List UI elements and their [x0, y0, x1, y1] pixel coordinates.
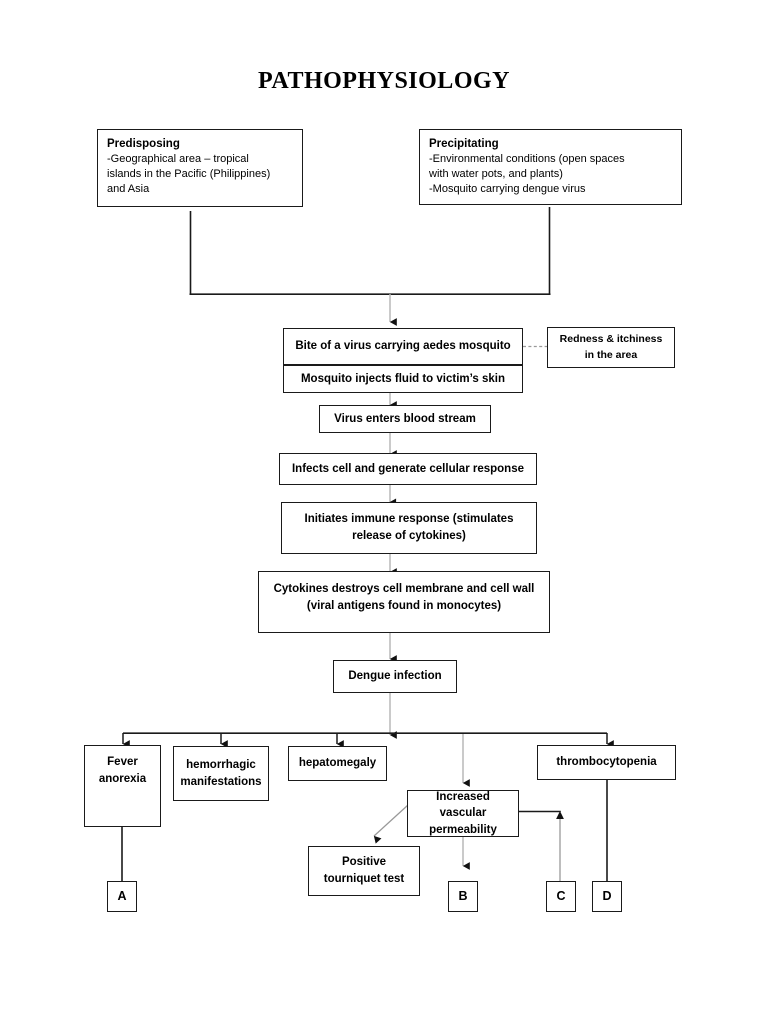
node-positive-tourniquet-test: Positive tourniquet test [308, 846, 420, 896]
page-title: PATHOPHYSIOLOGY [258, 68, 510, 94]
vascular-line-2: permeability [429, 823, 497, 836]
precipitating-line-3: -Mosquito carrying dengue virus [429, 182, 586, 195]
hemorrhagic-line-1: hemorrhagic [186, 758, 256, 771]
immune-line-1: Initiates immune response (stimulates [304, 513, 514, 526]
redness-line-1: Redness & itchiness [559, 333, 663, 346]
node-bite-of-mosquito: Bite of a virus carrying aedes mosquito [283, 328, 523, 365]
node-connector-d: D [592, 881, 622, 912]
node-hemorrhagic-manifestations: hemorrhagic manifestations [173, 746, 269, 801]
node-redness-itchiness: Redness & itchiness in the area [547, 327, 675, 368]
predisposing-line-3: and Asia [107, 182, 150, 195]
precipitating-line-1: -Environmental conditions (open spaces [429, 153, 625, 166]
tourniquet-line-2: tourniquet test [323, 873, 405, 885]
node-precipitating: Precipitating -Environmental conditions … [419, 129, 682, 205]
hepatomegaly-label: hepatomegaly [298, 757, 377, 770]
connector-d-label: D [602, 889, 612, 904]
immune-line-2: release of cytokines) [352, 530, 466, 542]
predisposing-line-2: islands in the Pacific (Philippines) [107, 167, 271, 180]
node-mosquito-injects-fluid: Mosquito injects fluid to victim’s skin [283, 365, 523, 393]
vascular-line-1: Increased vascular [436, 790, 490, 820]
fever-line-1: Fever [107, 756, 138, 768]
node-inject-label: Mosquito injects fluid to victim’s skin [300, 372, 506, 385]
node-bite-label: Bite of a virus carrying aedes mosquito [295, 340, 511, 353]
node-virus-enters-bloodstream: Virus enters blood stream [319, 405, 491, 433]
thrombocytopenia-label: thrombocytopenia [556, 756, 657, 769]
cytokines-line-1: Cytokines destroys cell membrane and cel… [273, 583, 535, 595]
connector-c-to-vascular [513, 810, 564, 881]
connector-vascular-to-tourniquet [373, 804, 409, 844]
node-connector-b: B [448, 881, 478, 912]
node-thrombocytopenia: thrombocytopenia [537, 745, 676, 780]
node-infects-cell: Infects cell and generate cellular respo… [279, 453, 537, 485]
fever-line-2: anorexia [98, 772, 147, 785]
node-cytokines-destroys: Cytokines destroys cell membrane and cel… [258, 571, 550, 633]
node-bloodstream-label: Virus enters blood stream [334, 412, 476, 425]
node-dengue-infection: Dengue infection [333, 660, 457, 693]
node-infects-label: Infects cell and generate cellular respo… [291, 462, 524, 475]
node-connector-c: C [546, 881, 576, 912]
predisposing-heading: Predisposing [107, 138, 180, 150]
connector-b-label: B [458, 889, 468, 904]
node-fever-anorexia: Fever anorexia [84, 745, 161, 827]
connector-c-label: C [556, 889, 566, 904]
cytokines-line-2: (viral antigens found in monocytes) [306, 599, 502, 612]
predisposing-line-1: -Geographical area – tropical [107, 153, 249, 166]
connector-a-label: A [117, 889, 127, 904]
node-increased-vascular-permeability: Increased vascular permeability [407, 790, 519, 837]
node-hepatomegaly: hepatomegaly [288, 746, 387, 781]
redness-line-2: in the area [584, 348, 638, 361]
node-initiates-immune-response: Initiates immune response (stimulates re… [281, 502, 537, 554]
node-predisposing: Predisposing -Geographical area – tropic… [97, 129, 303, 207]
connector-factors-bracket [189, 207, 551, 296]
node-connector-a: A [107, 881, 137, 912]
precipitating-line-2: with water pots, and plants) [429, 167, 563, 180]
tourniquet-line-1: Positive [341, 856, 387, 869]
node-dengue-label: Dengue infection [348, 670, 442, 683]
hemorrhagic-line-2: manifestations [180, 775, 262, 788]
precipitating-heading: Precipitating [429, 138, 499, 150]
